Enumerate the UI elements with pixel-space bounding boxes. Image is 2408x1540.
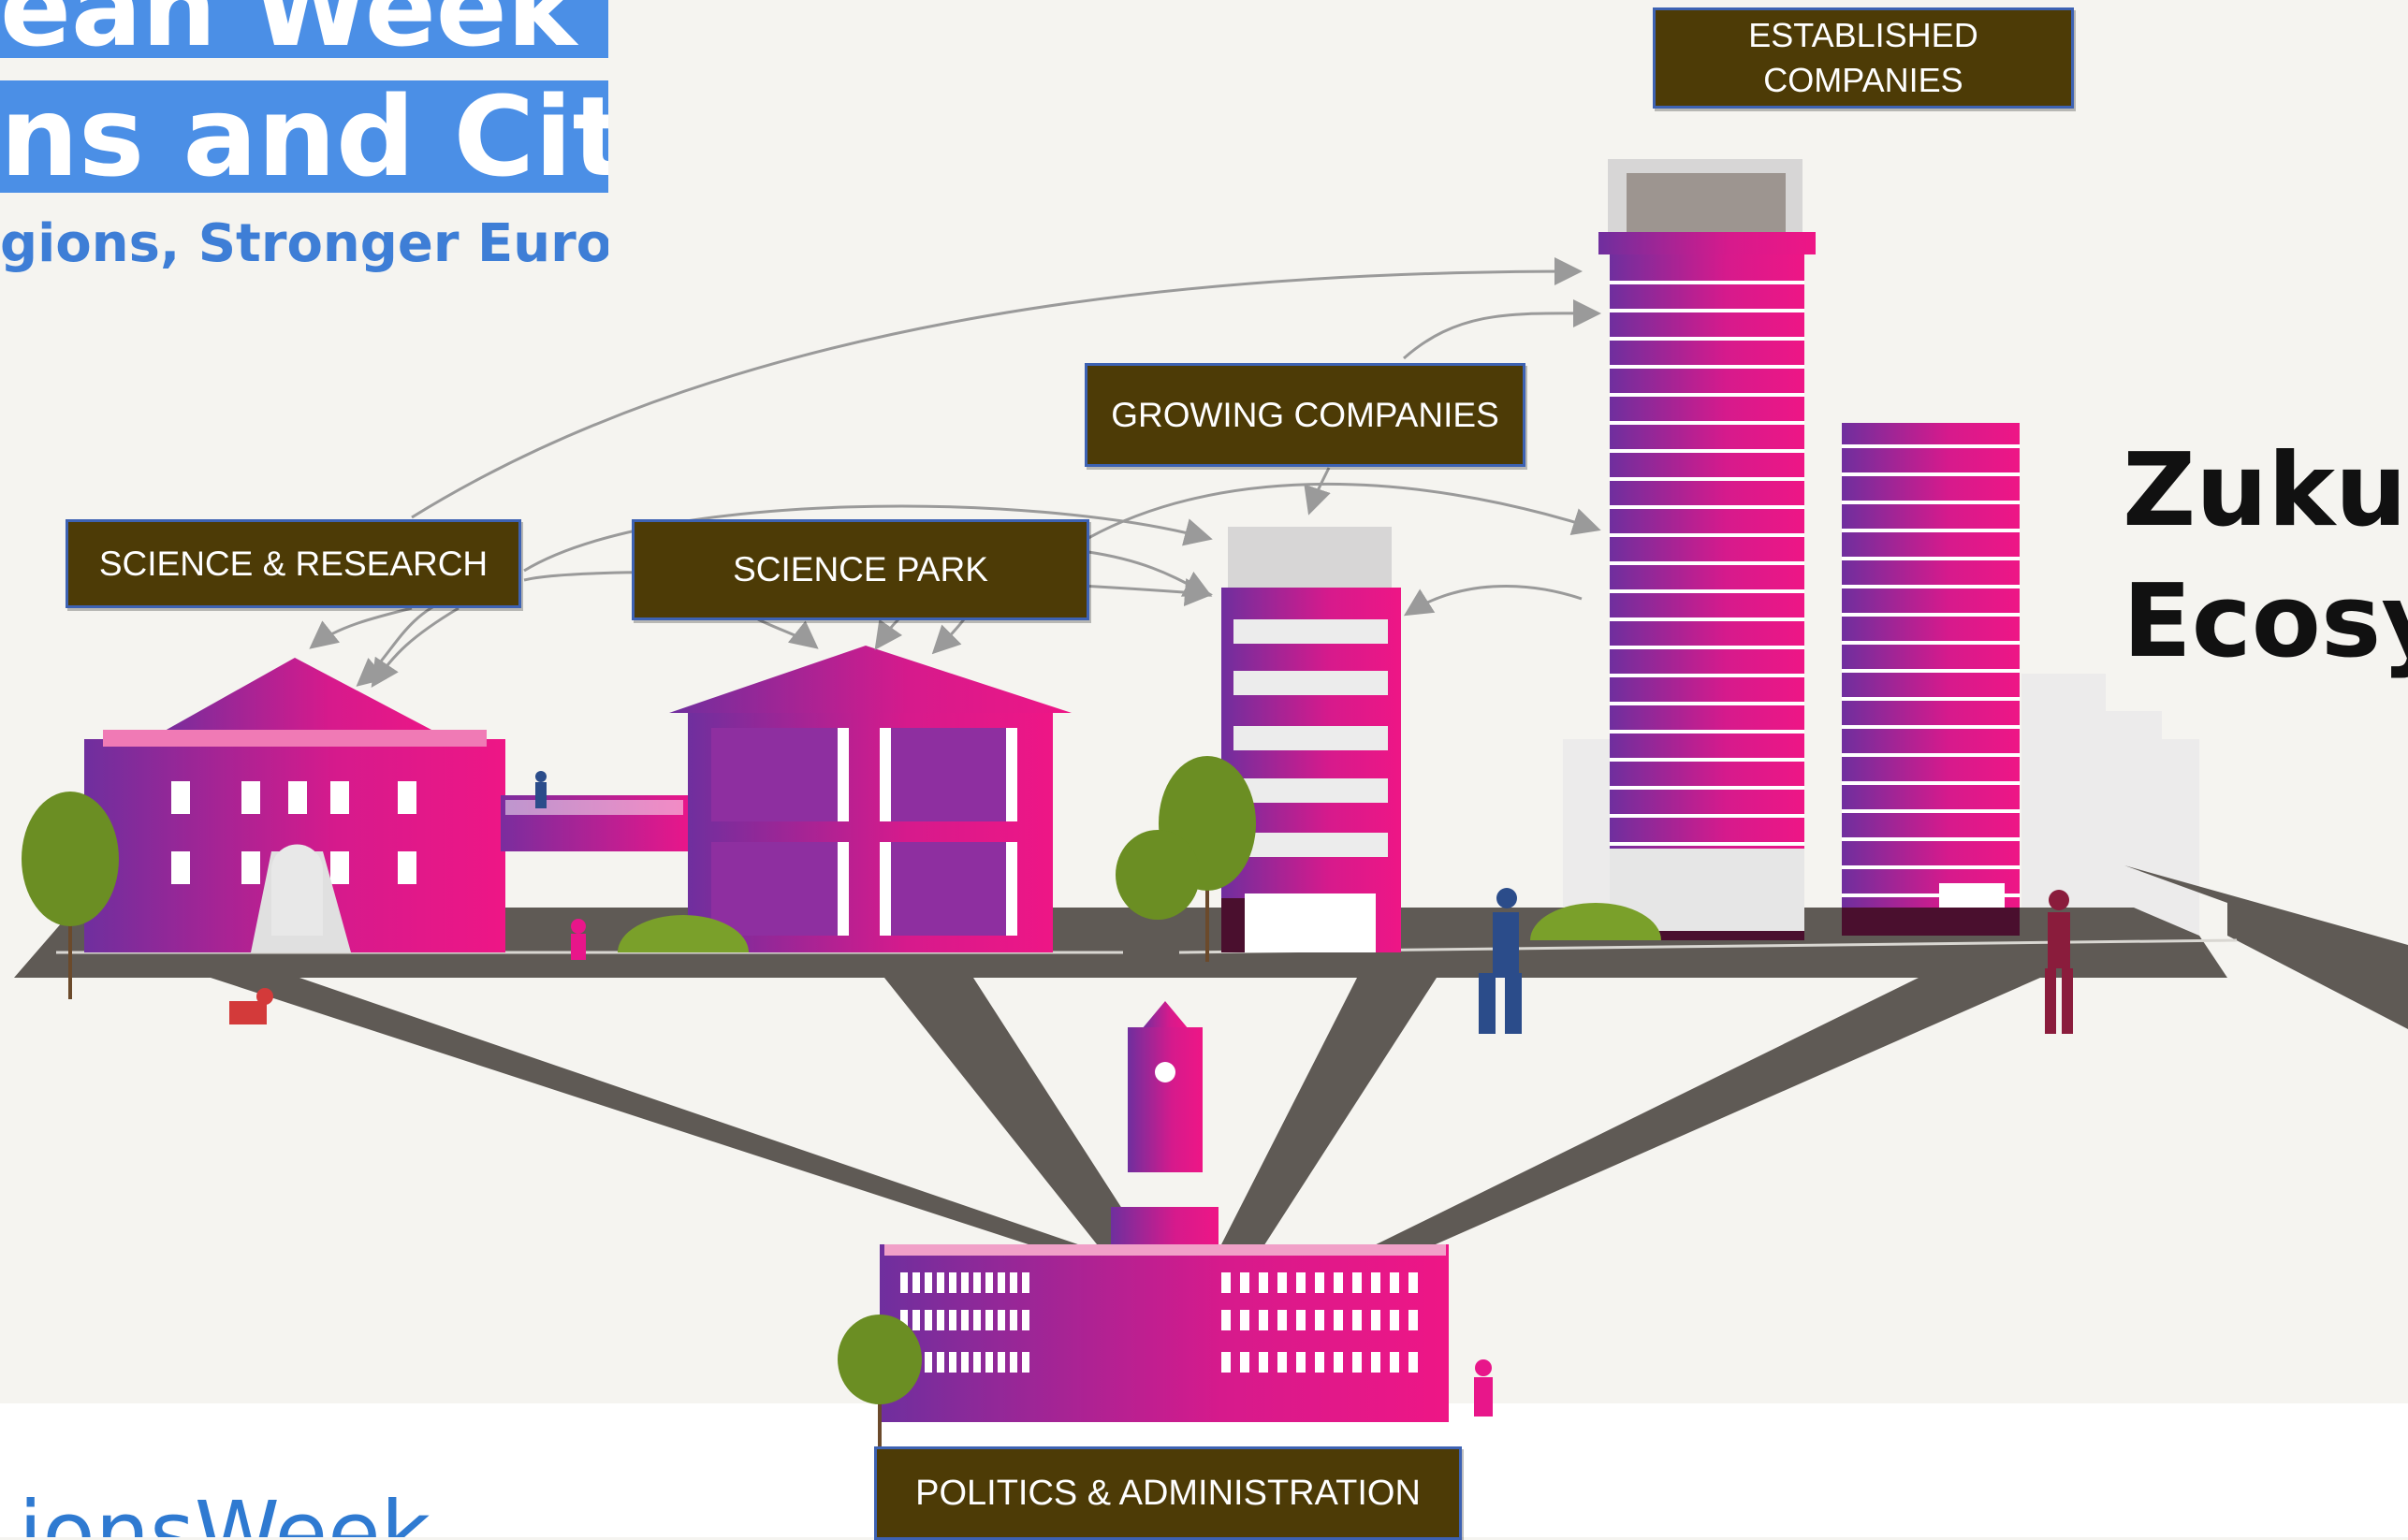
science-park-building xyxy=(669,646,1072,952)
hashtag-text: ionsWeek xyxy=(18,1483,431,1537)
growing-companies-label: GROWING COMPANIES xyxy=(1085,363,1525,467)
road-network xyxy=(14,865,2408,1263)
skybridge xyxy=(501,795,688,851)
banner-line1: ean Week of xyxy=(0,0,608,58)
trees xyxy=(22,756,1661,1446)
science-park-label: SCIENCE PARK xyxy=(632,519,1089,620)
banner-tagline: gions, Stronger Europe xyxy=(0,213,608,274)
page-title: Zukur Ecosys xyxy=(2123,426,2408,688)
city-hall-building xyxy=(880,1001,1449,1422)
established-label-line1: ESTABLISHED xyxy=(1748,16,1978,54)
established-label-line2: COMPANIES xyxy=(1763,61,1963,99)
flow-arrows xyxy=(309,257,1601,688)
title-line1: Zukur xyxy=(2123,432,2408,549)
science-research-label: SCIENCE & RESEARCH xyxy=(66,519,521,608)
established-company-tower-2 xyxy=(1842,423,2020,936)
politics-administration-label: POLITICS & ADMINISTRATION xyxy=(874,1446,1462,1540)
people xyxy=(229,771,2073,1417)
title-line2: Ecosys xyxy=(2123,563,2408,680)
established-company-tower xyxy=(1598,159,1816,940)
university-building xyxy=(84,658,505,952)
growing-company-building xyxy=(1221,527,1401,952)
established-companies-label: ESTABLISHED COMPANIES xyxy=(1653,7,2074,109)
banner-line2: ns and Cities xyxy=(0,80,608,193)
